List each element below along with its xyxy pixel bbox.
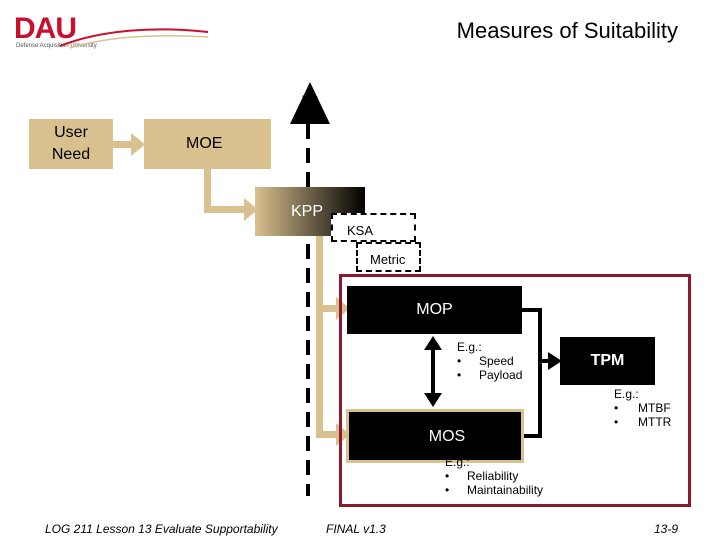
page-title: Measures of Suitability: [456, 18, 678, 43]
tpm-label: TPM: [590, 352, 625, 369]
mos-example-item: Maintainability: [445, 483, 543, 497]
footer-page-number: 13-9: [653, 522, 678, 536]
mos-label: MOS: [428, 428, 466, 445]
milestone-label-line2: A: [306, 108, 314, 120]
ksa-label: KSA: [347, 223, 374, 238]
footer-version: FINAL v1.3: [326, 522, 386, 536]
mop-box: MOP: [347, 286, 522, 334]
mos-examples-list: Reliability Maintainability: [445, 469, 543, 497]
suitability-frame: [339, 274, 691, 507]
mop-example-item: Payload: [457, 368, 522, 382]
mos-examples-heading: E.g.:: [445, 455, 470, 469]
logo-swoosh-icon: [60, 28, 209, 49]
mop-examples: E.g.: Speed Payload: [457, 340, 522, 382]
dau-logo-subtext: Defense Acquisition University: [16, 43, 97, 49]
arrow-moe-to-kpp: [204, 169, 258, 221]
moe-label: MOE: [186, 135, 223, 152]
mop-label: MOP: [416, 301, 453, 318]
metric-box: Metric: [356, 242, 421, 272]
milestone-label: MS A: [296, 93, 324, 121]
milestone-triangle-icon: [290, 82, 330, 124]
mop-example-item: Speed: [457, 354, 522, 368]
arrow-user-need-to-moe: [113, 133, 145, 156]
mos-example-item: Reliability: [445, 469, 543, 483]
user-need-label-line2: Need: [51, 146, 91, 163]
milestone-label-line1: MS: [301, 94, 319, 106]
user-need-label-line1: User: [54, 124, 88, 141]
mos-examples: E.g.: Reliability Maintainability: [445, 455, 543, 497]
ksa-box: KSA: [331, 213, 416, 242]
bracket-to-tpm: [522, 308, 562, 438]
mop-examples-heading: E.g.:: [457, 340, 482, 354]
metric-label: Metric: [370, 252, 406, 267]
tpm-example-item: MTBF: [614, 401, 671, 415]
tpm-examples: E.g.: MTBF MTTR: [614, 387, 671, 429]
kpp-label: KPP: [291, 203, 324, 220]
footer-course: LOG 211 Lesson 13 Evaluate Supportabilit…: [45, 522, 278, 536]
mop-examples-list: Speed Payload: [457, 354, 522, 382]
moe-box: MOE: [144, 119, 271, 169]
user-need-box: User Need: [29, 119, 113, 169]
tpm-example-item: MTTR: [614, 415, 671, 429]
tpm-examples-list: MTBF MTTR: [614, 401, 671, 429]
mos-box: MOS: [346, 409, 524, 463]
double-arrow-mop-mos: [424, 336, 442, 407]
tpm-box: TPM: [560, 337, 655, 385]
dau-logo: DAU: [14, 12, 77, 45]
tpm-examples-heading: E.g.:: [614, 387, 639, 401]
